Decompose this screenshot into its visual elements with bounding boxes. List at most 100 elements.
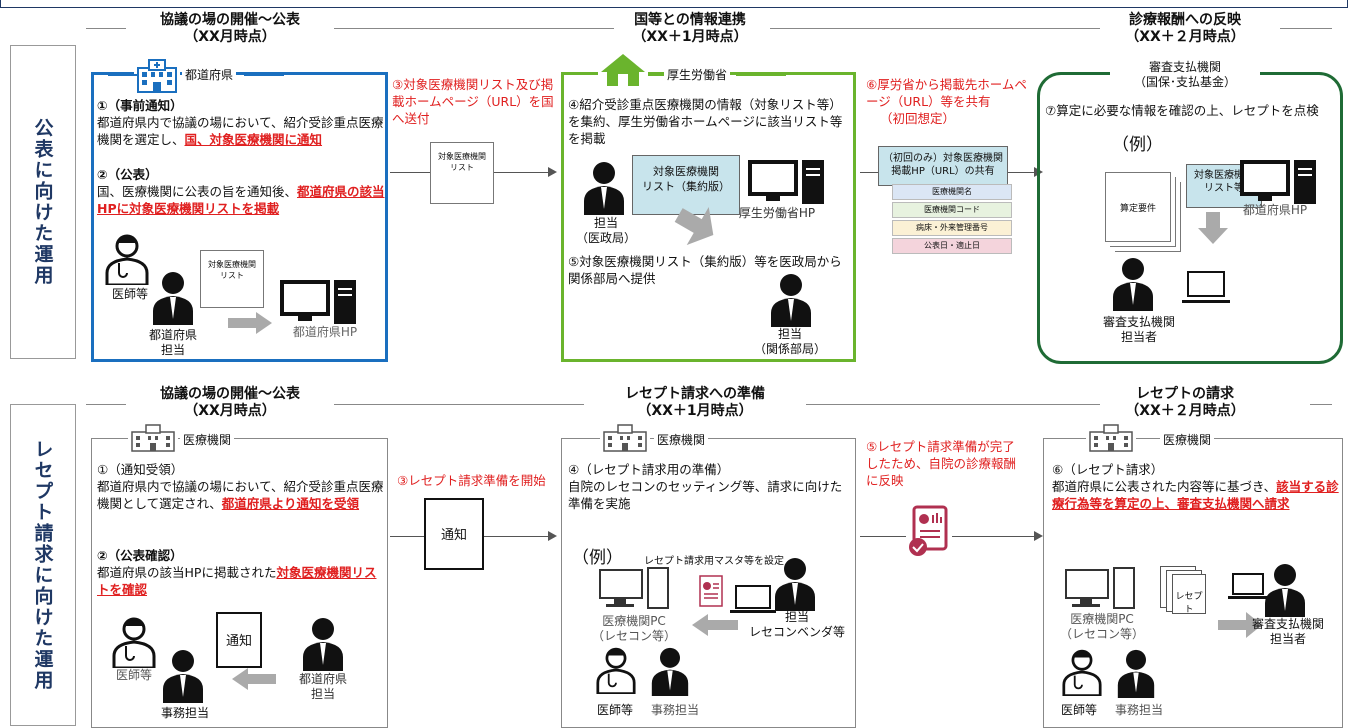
info-row: 病床・外来管理番号: [892, 220, 1012, 236]
divider: [334, 404, 584, 405]
b-step1-title: ①（通知受領）: [97, 462, 184, 477]
section-label-top-text: 公表に向けた運用: [31, 118, 54, 286]
pc-icon: [1064, 566, 1136, 616]
divider: [1280, 28, 1332, 29]
step1-title: ①（事前通知）: [97, 98, 183, 113]
gray-arrow-icon: [674, 205, 718, 246]
hospital-icon: [134, 58, 180, 94]
pref-staff-label: 都道府県 担当: [148, 328, 197, 357]
laptop-icon: [1180, 270, 1232, 308]
person-icon: [583, 160, 625, 219]
gray-arrow-icon: [228, 312, 272, 334]
home-icon: [598, 52, 648, 88]
divider: [86, 404, 126, 405]
b3-staff-label: 事務担当: [1114, 703, 1163, 717]
bottom-col1-heading: 協議の場の開催～公表 （XX月時点）: [160, 386, 300, 419]
info-row: 公表日・適止日: [892, 238, 1012, 254]
gray-arrow-icon: [1198, 212, 1228, 244]
b-step4-text: ④（レセプト請求用の準備） 自院のレセコンのセッティング等、請求に向けた準備を実…: [568, 462, 843, 511]
divider: [108, 438, 128, 439]
bottom-col3-heading: レセプトの請求 （XX＋２月時点）: [1125, 386, 1245, 419]
payer-label: 審査支払機関 （国保･支払基金）: [1110, 60, 1260, 90]
pc-icon: [280, 278, 360, 332]
section-label-top: 公表に向けた運用: [10, 45, 76, 359]
person-icon: [152, 270, 194, 329]
pc-icon: [1240, 158, 1320, 212]
section-label-bottom-text: レセプト請求に向けた運用: [31, 439, 54, 691]
notice-doc: 通知: [216, 612, 262, 668]
gray-arrow-icon: [1218, 612, 1262, 638]
payer-staff-label: 審査支払機関 担当者: [1102, 315, 1175, 344]
doctor-icon: [105, 233, 149, 289]
document-icon: 対象医療機関 リスト: [200, 250, 264, 308]
divider: [334, 28, 614, 29]
arrow-head: [548, 531, 557, 541]
arrow-head: [1034, 531, 1043, 541]
info-row: 医療機関名: [892, 184, 1012, 200]
hospital-label: 医療機関: [180, 431, 235, 448]
b2-staff-label: 事務担当: [650, 703, 699, 717]
dept-staff-label: 担当 （関係部局）: [753, 327, 826, 356]
laptop-icon: [1228, 572, 1268, 604]
divider: [770, 28, 1100, 29]
person-icon: [1116, 648, 1156, 702]
b-staff-label: 事務担当: [160, 706, 209, 720]
b3-payer-label: 審査支払機関 担当者: [1251, 617, 1324, 646]
divider: [108, 74, 138, 76]
divider: [244, 74, 284, 76]
step2-title: ②（公表）: [97, 167, 158, 182]
b-step5-text: ⑤レセプト請求準備が完了したため、自院の診療報酬に反映: [866, 439, 1017, 488]
divider: [712, 438, 772, 439]
example-label: （例）: [572, 548, 623, 568]
bottom-col2-heading: レセプト請求への準備 （XX＋1月時点）: [625, 386, 765, 419]
document-icon: レセプト: [1160, 566, 1214, 618]
step4-text: ④紹介受診重点医療機関の情報（対象リスト等）を集約、厚生労働省ホームページに該当…: [568, 97, 843, 146]
ikyoku-staff-label: 担当 （医政局）: [575, 216, 636, 245]
example-label: （例）: [1112, 135, 1163, 155]
info-rows: 医療機関名 医療機関コード 病床・外来管理番号 公表日・適止日: [892, 184, 1012, 254]
b-step6-title: ⑥（レセプト請求）: [1052, 462, 1164, 477]
top-col2-heading: 国等との情報連携 （XX＋1月時点）: [632, 12, 748, 45]
pref-hp-label: 都道府県HP: [1242, 203, 1308, 217]
hospital-pc-label: 医療機関PC （レセコン等）: [591, 614, 676, 643]
prefecture-box: [91, 72, 388, 362]
report-icon: [696, 574, 726, 612]
gray-arrow-icon: [232, 668, 276, 690]
mhlw-label: 厚生労働省: [664, 66, 731, 83]
pc-icon: [598, 566, 670, 616]
divider: [1310, 404, 1332, 405]
document-icon: 対象医療機関 リスト: [430, 142, 494, 204]
doctor-label: 医師等: [111, 287, 148, 301]
person-icon: [302, 616, 344, 675]
top-frame-line: [0, 0, 1348, 8]
hospital-icon: [128, 424, 178, 452]
person-icon: [1264, 562, 1306, 621]
pref-hp-label: 都道府県HP: [292, 325, 358, 339]
b3-pc-label: 医療機関PC （レセコン等）: [1059, 612, 1144, 641]
step7-text: ⑦算定に必要な情報を確認の上、レセプトを点検: [1045, 103, 1319, 118]
doctor-icon: [112, 616, 156, 672]
hospital-icon: [1086, 424, 1136, 452]
master-setup-note: レセプト請求用マスタ等を設定: [644, 556, 784, 567]
hospital-label: 医療機関: [1160, 431, 1215, 448]
notice-doc: 通知: [424, 498, 484, 570]
step1-text: 都道府県内で協議の場において、紹介受診重点医療機関を選定し、国、対象医療機関に通…: [97, 115, 384, 147]
summary-list-doc: 対象医療機関 リスト（集約版）: [632, 155, 740, 215]
info-row: 医療機関コード: [892, 202, 1012, 218]
person-icon: [1112, 256, 1154, 315]
report-icon: [906, 505, 952, 559]
doctor-icon: [596, 646, 636, 698]
b3-doctor-label: 医師等: [1060, 703, 1097, 717]
mhlw-hp-label: 厚生労働省HP: [738, 206, 816, 220]
step6-sub: （初回想定）: [880, 111, 956, 126]
b-doctor-label: 医師等: [115, 668, 152, 682]
divider: [806, 404, 1100, 405]
top-col3-heading: 診療報酬への反映 （XX＋２月時点）: [1125, 12, 1245, 45]
vendor-label: 担当 レセコンベンダ等: [748, 610, 845, 639]
b-step6-text: 都道府県に公表された内容等に基づき、該当する診療行為等を算定の上、審査支払機関へ…: [1052, 479, 1339, 511]
b-step2-title: ②（公表確認）: [97, 548, 183, 563]
person-icon: [650, 646, 690, 700]
requirements-doc: 算定要件: [1105, 172, 1171, 242]
top-col1-heading: 協議の場の開催～公表 （XX月時点）: [160, 12, 300, 45]
person-icon: [770, 272, 812, 331]
